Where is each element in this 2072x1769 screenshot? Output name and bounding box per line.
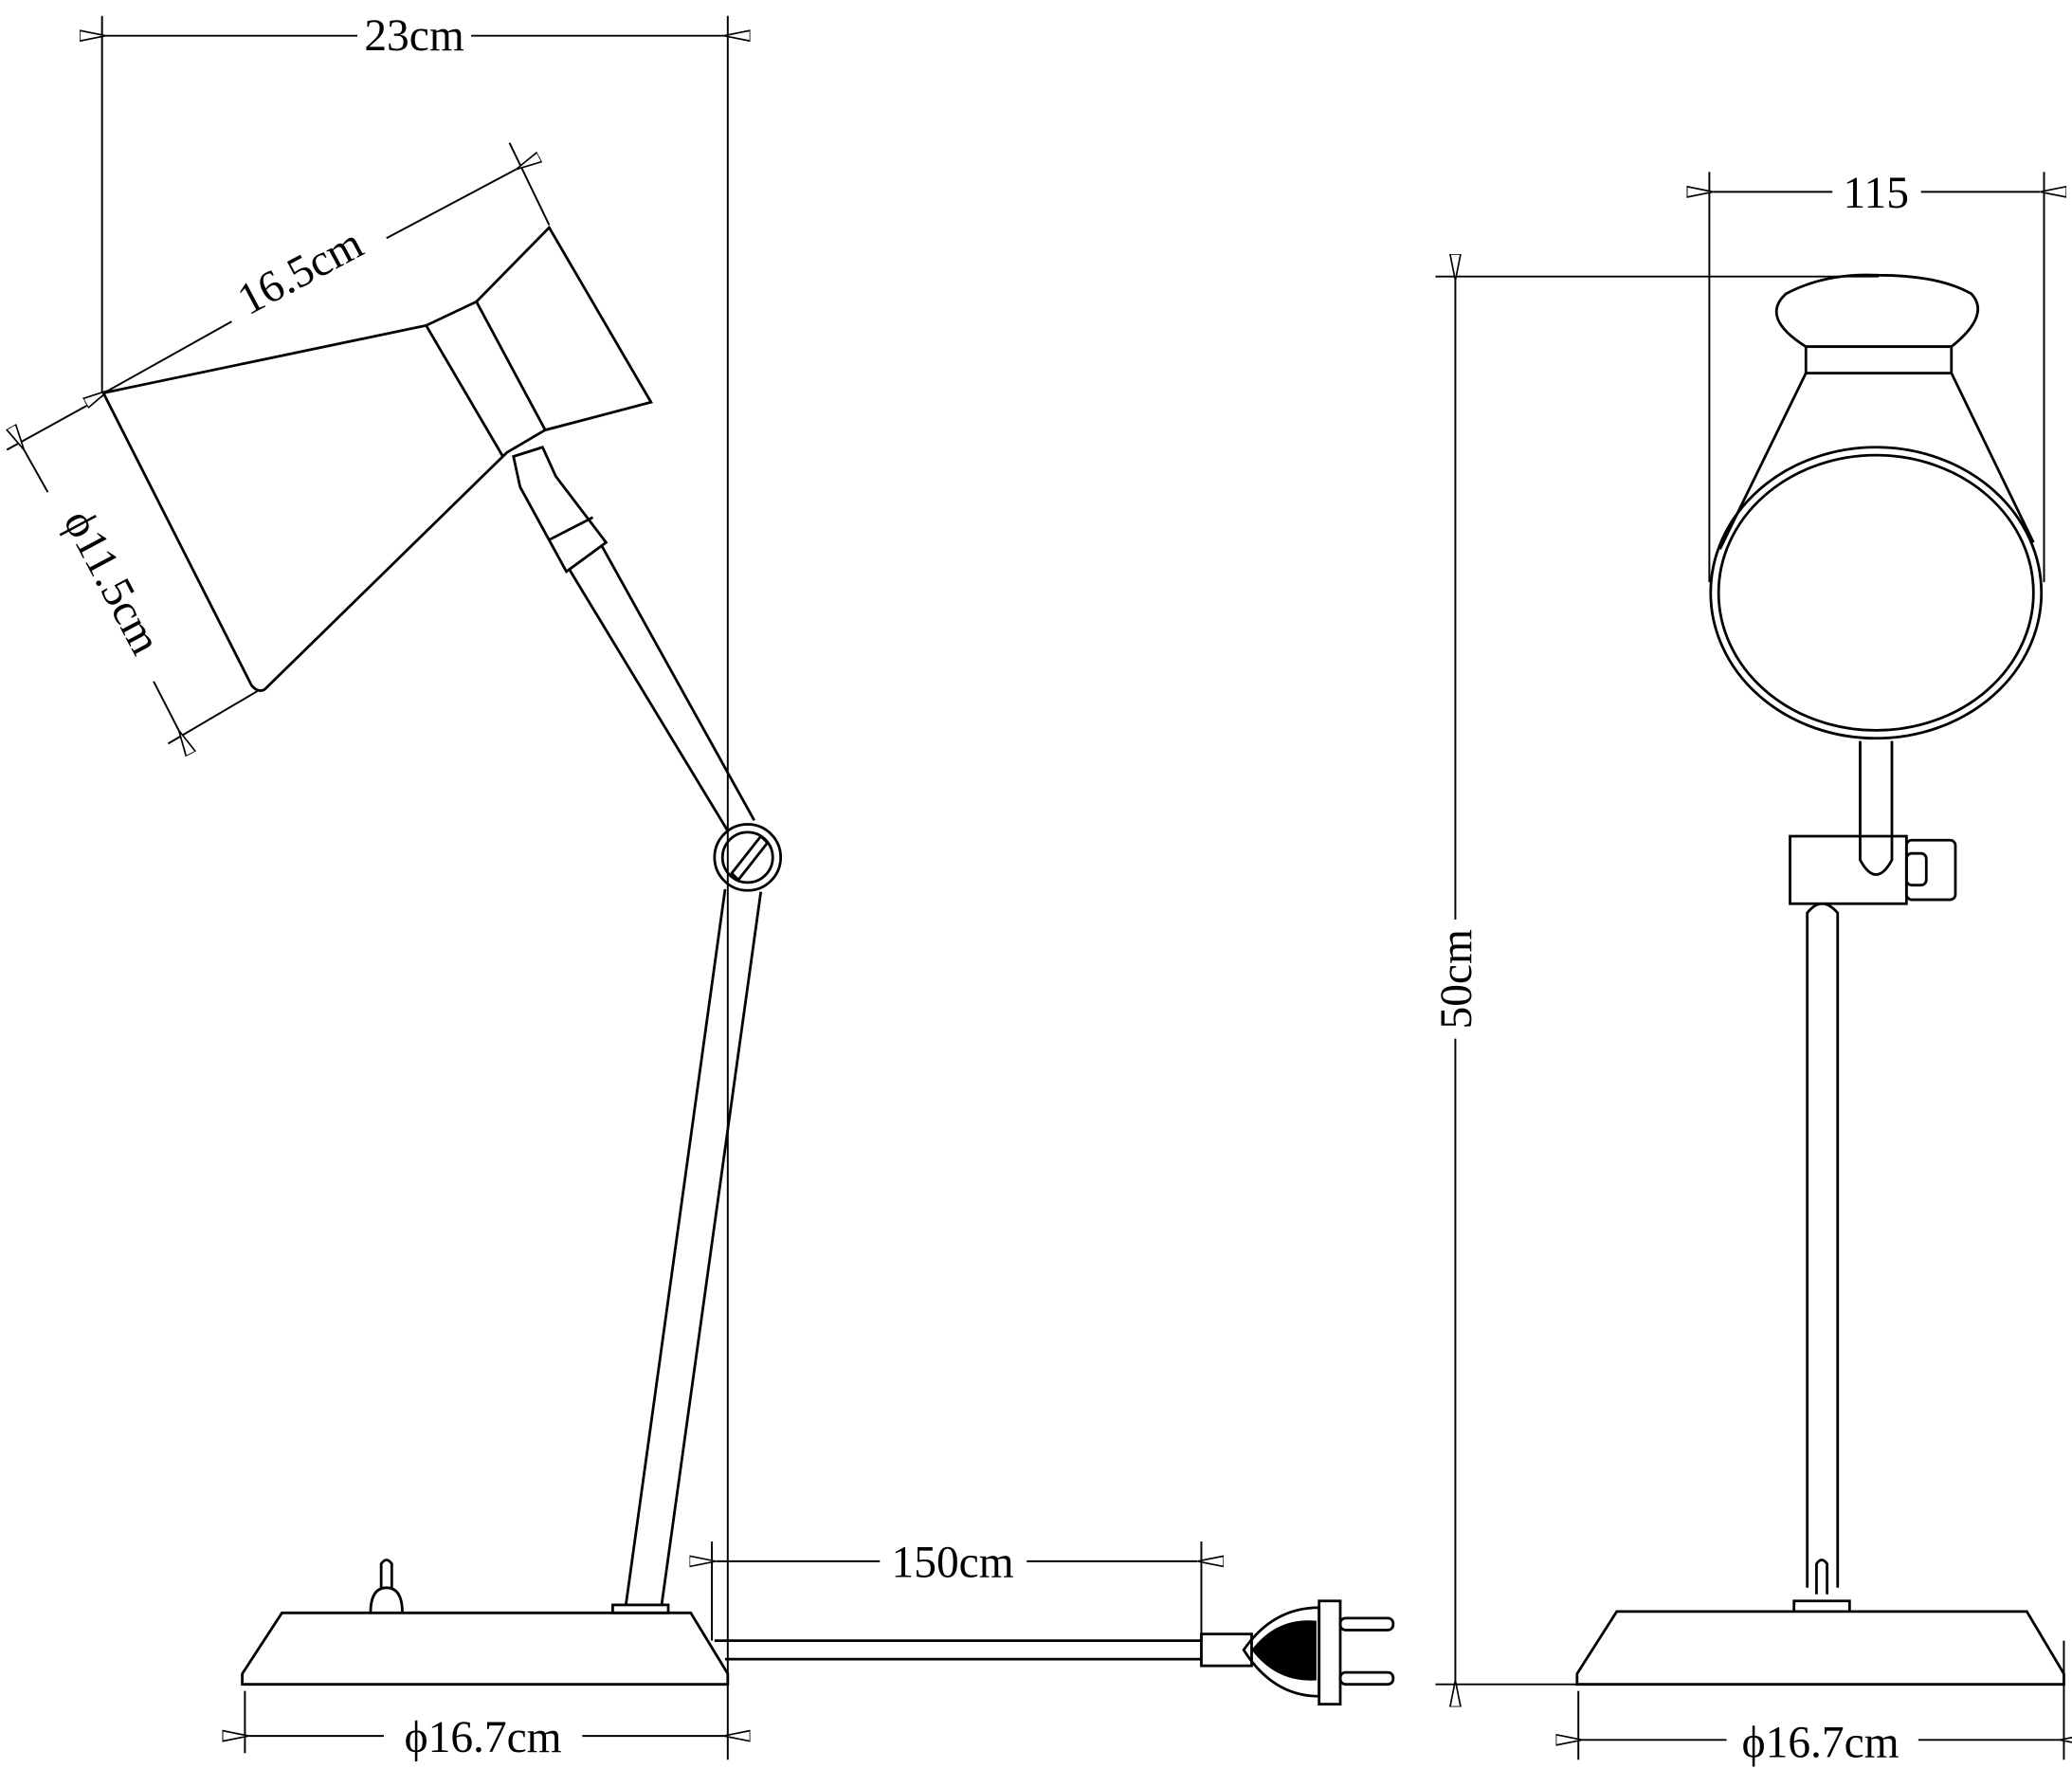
dim-shade-length: 16.5cm — [230, 219, 372, 325]
power-cord-plug — [714, 1599, 1395, 1706]
lamp-shade — [100, 225, 653, 692]
lamp-base — [241, 1559, 730, 1687]
dim-cable-length: 150cm — [892, 1539, 1014, 1588]
dim-base-diameter-side: ϕ16.7cm — [405, 1713, 562, 1762]
dim-shade-diameter: ϕ11.5cm — [54, 502, 171, 662]
front-view: 115 50cm ϕ16.7cm — [1432, 169, 2063, 1767]
front-arm — [1789, 740, 1957, 1588]
dim-front-width: 115 — [1844, 169, 1909, 218]
dimension-lines — [1455, 191, 2060, 1740]
dim-side-width: 23cm — [364, 11, 463, 61]
dim-height: 50cm — [1432, 929, 1481, 1029]
dim-base-diameter-front: ϕ16.7cm — [1742, 1718, 1899, 1767]
extension-lines — [6, 15, 1203, 1760]
front-shade — [1709, 273, 2044, 740]
front-base — [1575, 1559, 2065, 1687]
switch-icon — [379, 1559, 393, 1588]
dimension-lines — [24, 36, 1197, 1736]
lamp-arm — [512, 446, 783, 1614]
switch-icon — [1815, 1559, 1829, 1595]
side-view: 23cm 16.5cm ϕ11.5cm ϕ16.7cm 150cm — [6, 11, 1395, 1762]
